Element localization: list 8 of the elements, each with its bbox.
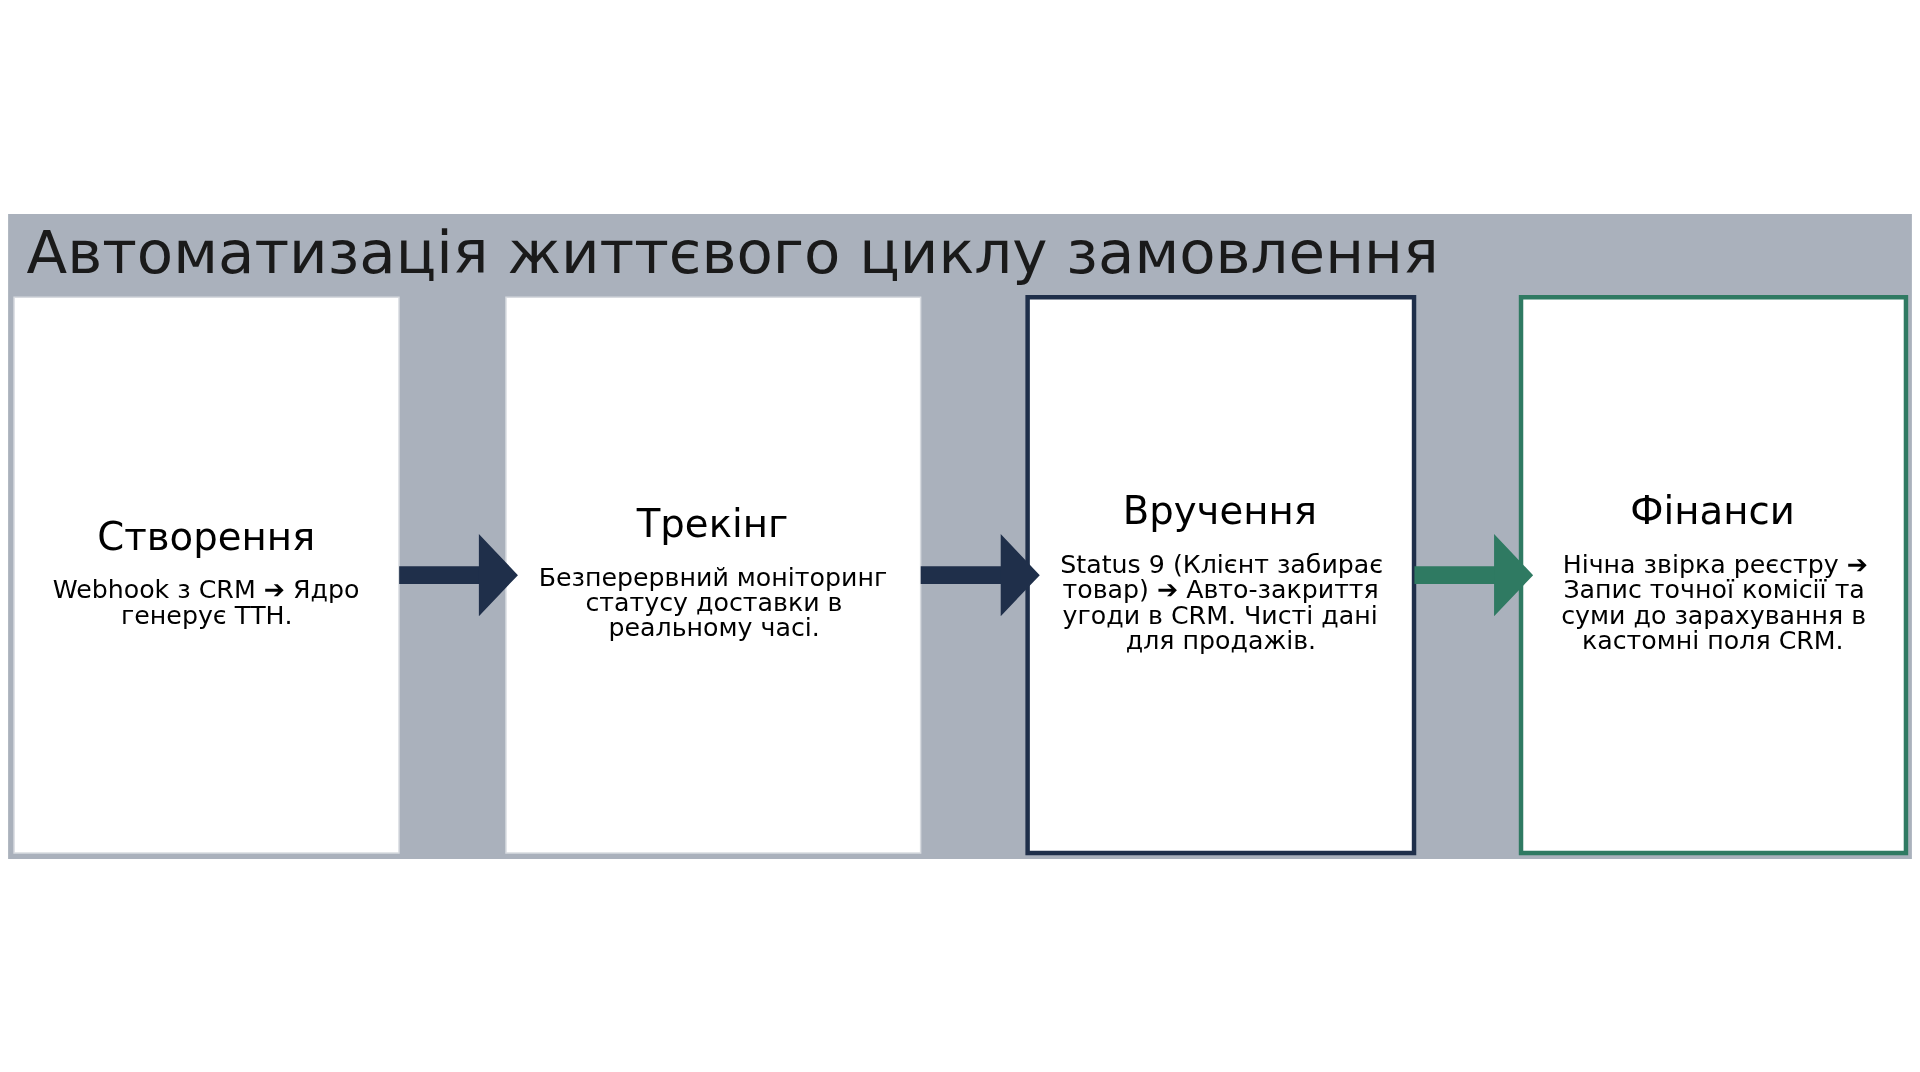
arrow — [920, 533, 1040, 616]
node-box: Створення Webhook з CRM ➔ Ядро генерує ТТН. — [13, 296, 400, 854]
arrow — [1414, 533, 1534, 616]
node-box: Вручення Status 9 (Клієнт забирає товар) ➔ Авто-закриття угоди в CRM. Чисті дані для продажів. — [1025, 294, 1417, 855]
node-box: Трекінг Безперервний моніторинг статусу доставки в реальному часі. — [505, 296, 922, 854]
diagram-title: Автоматизація життєвого циклу замовлення — [26, 217, 1439, 287]
node-box: Фінанси Нічна звірка реєстру ➔ Запис точної комісії та суми до зарахування в кастомні поля CRM. — [1518, 294, 1909, 855]
arrow — [399, 533, 518, 616]
